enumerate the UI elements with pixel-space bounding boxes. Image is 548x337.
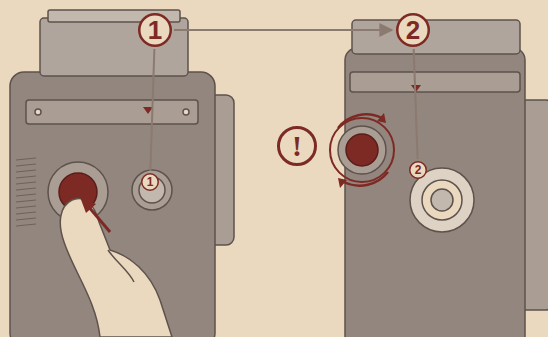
callout-number: 1 (148, 17, 162, 43)
turn-arrowhead (377, 113, 386, 123)
callout-circle-small: 1 (141, 173, 159, 191)
left-camera (10, 10, 234, 337)
callout-number: ! (292, 131, 302, 161)
right-camera (330, 20, 548, 337)
turn-arrowhead (338, 178, 347, 188)
callout-number: 2 (415, 164, 422, 176)
callout-number: 2 (406, 17, 420, 43)
callout-circle-small: 2 (409, 161, 427, 179)
warning-circle: ! (277, 126, 317, 166)
sequence-arrow (174, 29, 392, 31)
push-arrow (80, 197, 110, 232)
leader-line (414, 49, 418, 159)
callout-number: 1 (147, 176, 154, 188)
leader-line (150, 49, 154, 171)
callout-circle: 1 (138, 13, 172, 47)
callout-circle: 2 (396, 13, 430, 47)
turn-arrows (338, 114, 388, 185)
